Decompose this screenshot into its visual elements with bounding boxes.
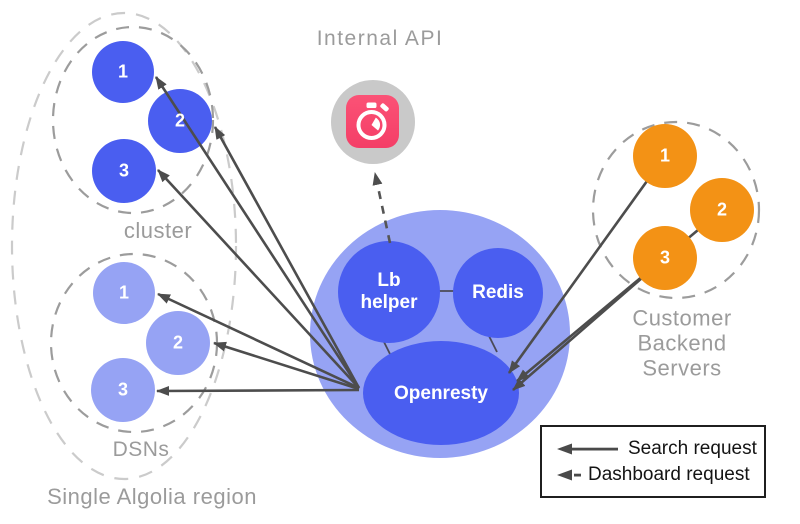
cluster-node-1-number: 1 [117,61,129,82]
search-arrows-to-region [154,76,361,396]
legend-row-search: Search request [556,438,764,460]
customer-node-3-number: 3 [659,247,671,268]
dsn-node-3-number: 3 [117,379,129,400]
cluster-label: cluster [123,218,193,243]
cluster-node-3 [92,139,156,203]
dsn-node-3 [91,358,155,422]
search-request-arrow-icon [557,443,618,454]
dsn-node-1 [93,262,155,324]
lb-helper-label: Lb helper [360,270,418,313]
legend-search-label: Search request [628,437,757,459]
search-arrow-to-dsn-2 [213,341,360,391]
customer-node-1 [633,124,697,188]
lb-helper-circle [338,241,440,343]
search-arrow-to-cluster-1 [154,76,361,389]
cluster-node-1 [92,41,154,103]
dashboard-request-arrow [372,172,392,244]
cluster-node-3-number: 3 [118,160,130,181]
dsn-nodes [91,262,210,422]
internal-api-label: Internal API [316,27,444,50]
redis-circle [453,248,543,338]
cluster-nodes [92,41,212,203]
dashboard-request-arrow-icon [557,469,581,480]
openresty-ellipse [363,341,519,445]
single-region-boundary [10,11,238,481]
stopwatch-hand-wedge [371,117,381,131]
customer-node-2-number: 2 [716,199,728,220]
search-arrow-to-dsn-1 [157,292,360,390]
customer-backend-label: Customer Backend Servers [632,305,732,381]
stopwatch-top-button [366,102,377,108]
legend-row-dashboard: Dashboard request [556,464,764,486]
legend-dashboard-label: Dashboard request [588,463,750,485]
customer-nodes [633,124,754,290]
dsn-node-1-number: 1 [118,282,130,303]
single-region-label: Single Algolia region [47,484,257,509]
search-arrow-from-customer-1 [507,155,667,374]
search-arrow-to-dsn-3 [156,385,360,396]
stopwatch-ring [356,110,387,140]
dsn-node-2 [146,311,210,375]
dsn-node-2-number: 2 [172,332,184,353]
search-arrow-to-cluster-3 [157,169,360,389]
customer-backend-boundary [591,120,761,300]
customer-node-1-number: 1 [659,145,671,166]
cluster-node-2-number: 2 [174,110,186,131]
search-arrow-to-cluster-2 [213,126,361,389]
legend: Search request Dashboard request [540,425,766,498]
openresty-label: Openresty [394,383,488,404]
cluster-boundary [51,25,215,215]
dsns-label: DSNs [112,438,170,461]
search-arrow-from-customer-3 [512,257,666,391]
customer-node-3 [633,226,697,290]
stopwatch-icon [331,80,415,164]
redis-label: Redis [472,282,524,303]
customer-node-2 [690,178,754,242]
stopwatch-side-button [380,103,389,112]
